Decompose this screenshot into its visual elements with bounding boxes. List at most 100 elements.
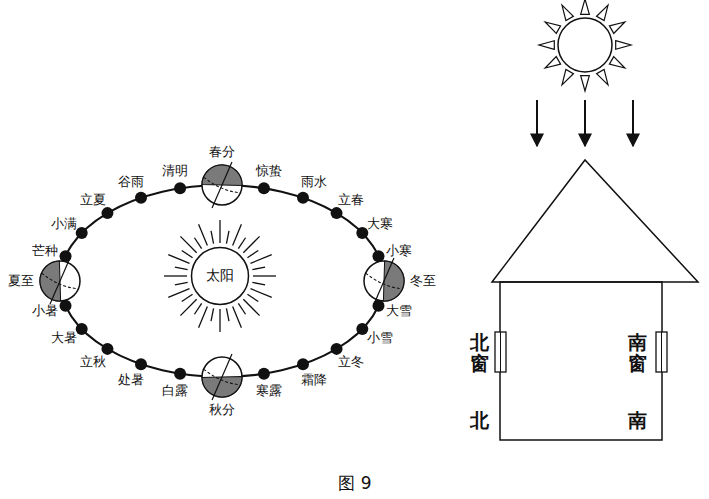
earth-axis: [50, 258, 70, 304]
solar-term-label: 小雪: [367, 331, 393, 345]
direction-label: 南: [628, 410, 647, 431]
solar-term-label: 白露: [162, 384, 188, 398]
sun-icon-ray: [609, 57, 624, 68]
solar-term-label: 惊蛰: [256, 164, 282, 178]
sun-icon-disc: [558, 18, 612, 72]
sun-ray: [180, 299, 196, 315]
solar-term-label: 秋分: [209, 403, 235, 417]
earth-globe: [202, 354, 242, 400]
sun-ray: [199, 306, 208, 327]
orbit-dot: [356, 323, 368, 335]
sun-ray: [182, 294, 193, 301]
orbit-dot: [297, 358, 309, 370]
sun-icon-ray: [616, 41, 631, 50]
solar-term-label: 立冬: [338, 354, 364, 368]
sunlight-arrow: [584, 100, 586, 146]
earth-axis: [212, 354, 232, 400]
solar-term-label: 霜降: [301, 373, 327, 387]
solar-term-label: 雨水: [301, 175, 327, 189]
sun-ray: [211, 308, 214, 321]
sun-ray: [175, 267, 188, 270]
sun-ray: [250, 255, 271, 264]
sun-ray: [247, 250, 258, 257]
sun-icon-ray: [545, 22, 560, 33]
sun-ray: [250, 289, 271, 298]
house-illustration: [492, 100, 698, 440]
solar-term-label: 立秋: [80, 354, 106, 368]
solar-term-label: 谷雨: [118, 175, 144, 189]
orbit-dot: [297, 192, 309, 204]
orbit-dot: [101, 207, 113, 219]
night-side: [202, 377, 242, 398]
sun-ray: [199, 224, 208, 245]
window-pane: [500, 332, 501, 372]
sun-ray: [252, 282, 265, 285]
orbit-dot: [331, 343, 343, 355]
sun-ray: [194, 238, 201, 249]
orbit-dot: [356, 227, 368, 239]
sun-ray: [168, 289, 189, 298]
earth-axis: [212, 162, 232, 208]
direction-label: 北: [470, 410, 489, 431]
solar-term-label: 清明: [162, 164, 188, 178]
south-window: [656, 332, 667, 372]
earth-axis: [374, 258, 394, 304]
sun-icon-ray: [545, 57, 560, 68]
sun-ray: [219, 220, 220, 243]
north-window: [495, 332, 506, 372]
sunlight-arrow: [536, 100, 538, 146]
orbit-dot: [76, 227, 88, 239]
night-side: [383, 261, 404, 302]
figure-caption: 图 9: [338, 474, 371, 493]
sun-ray: [233, 224, 242, 245]
solar-term-label: 芒种: [32, 244, 58, 258]
equator: [40, 273, 78, 292]
solar-term-label: 大暑: [51, 331, 77, 345]
orbit-dot: [135, 192, 147, 204]
sun-ray: [168, 255, 189, 264]
orbit-dot: [258, 368, 270, 380]
orbit-dot: [174, 182, 186, 194]
sun-ray: [238, 238, 245, 249]
orbit-dot: [331, 207, 343, 219]
window-label: 南窗: [628, 332, 647, 374]
sun-ray: [243, 236, 259, 252]
sun-ray: [243, 299, 259, 315]
sunlight-arrow: [632, 100, 634, 146]
sun-icon-ray: [562, 69, 573, 84]
sun-icon-ray: [581, 76, 590, 91]
window-pane: [661, 332, 662, 372]
solar-term-label: 小寒: [386, 244, 412, 258]
sun-ray: [226, 231, 229, 244]
sun-ray: [194, 303, 201, 314]
sun-ray: [238, 303, 245, 314]
sun-ray: [182, 250, 193, 257]
night-side: [202, 165, 242, 186]
solar-term-label: 大雪: [386, 303, 412, 317]
night-side: [39, 261, 60, 302]
sun-disc: [192, 248, 249, 305]
sun-ray: [252, 267, 265, 270]
solar-term-label: 处暑: [118, 373, 144, 387]
orbit-dot: [174, 368, 186, 380]
orbit-dot: [76, 323, 88, 335]
solar-term-label: 立夏: [80, 193, 106, 207]
solar-term-label: 小满: [51, 217, 77, 231]
sun-ray: [219, 309, 220, 332]
solar-term-label: 立春: [338, 193, 364, 207]
equator: [202, 369, 240, 388]
sun-icon-ray: [581, 0, 590, 14]
window-label: 北窗: [470, 332, 489, 374]
sun-icon: [539, 0, 631, 91]
orbit-dot: [135, 358, 147, 370]
equator: [202, 177, 240, 196]
earth-globe: [39, 258, 80, 304]
solar-term-label: 夏至: [8, 274, 34, 288]
sun-icon-ray: [539, 41, 554, 50]
sun-icon-ray: [609, 22, 624, 33]
earth-globe: [364, 258, 405, 304]
sun-icon-ray: [597, 5, 608, 20]
node-text: 太阳: [206, 267, 234, 285]
equator: [364, 273, 402, 292]
